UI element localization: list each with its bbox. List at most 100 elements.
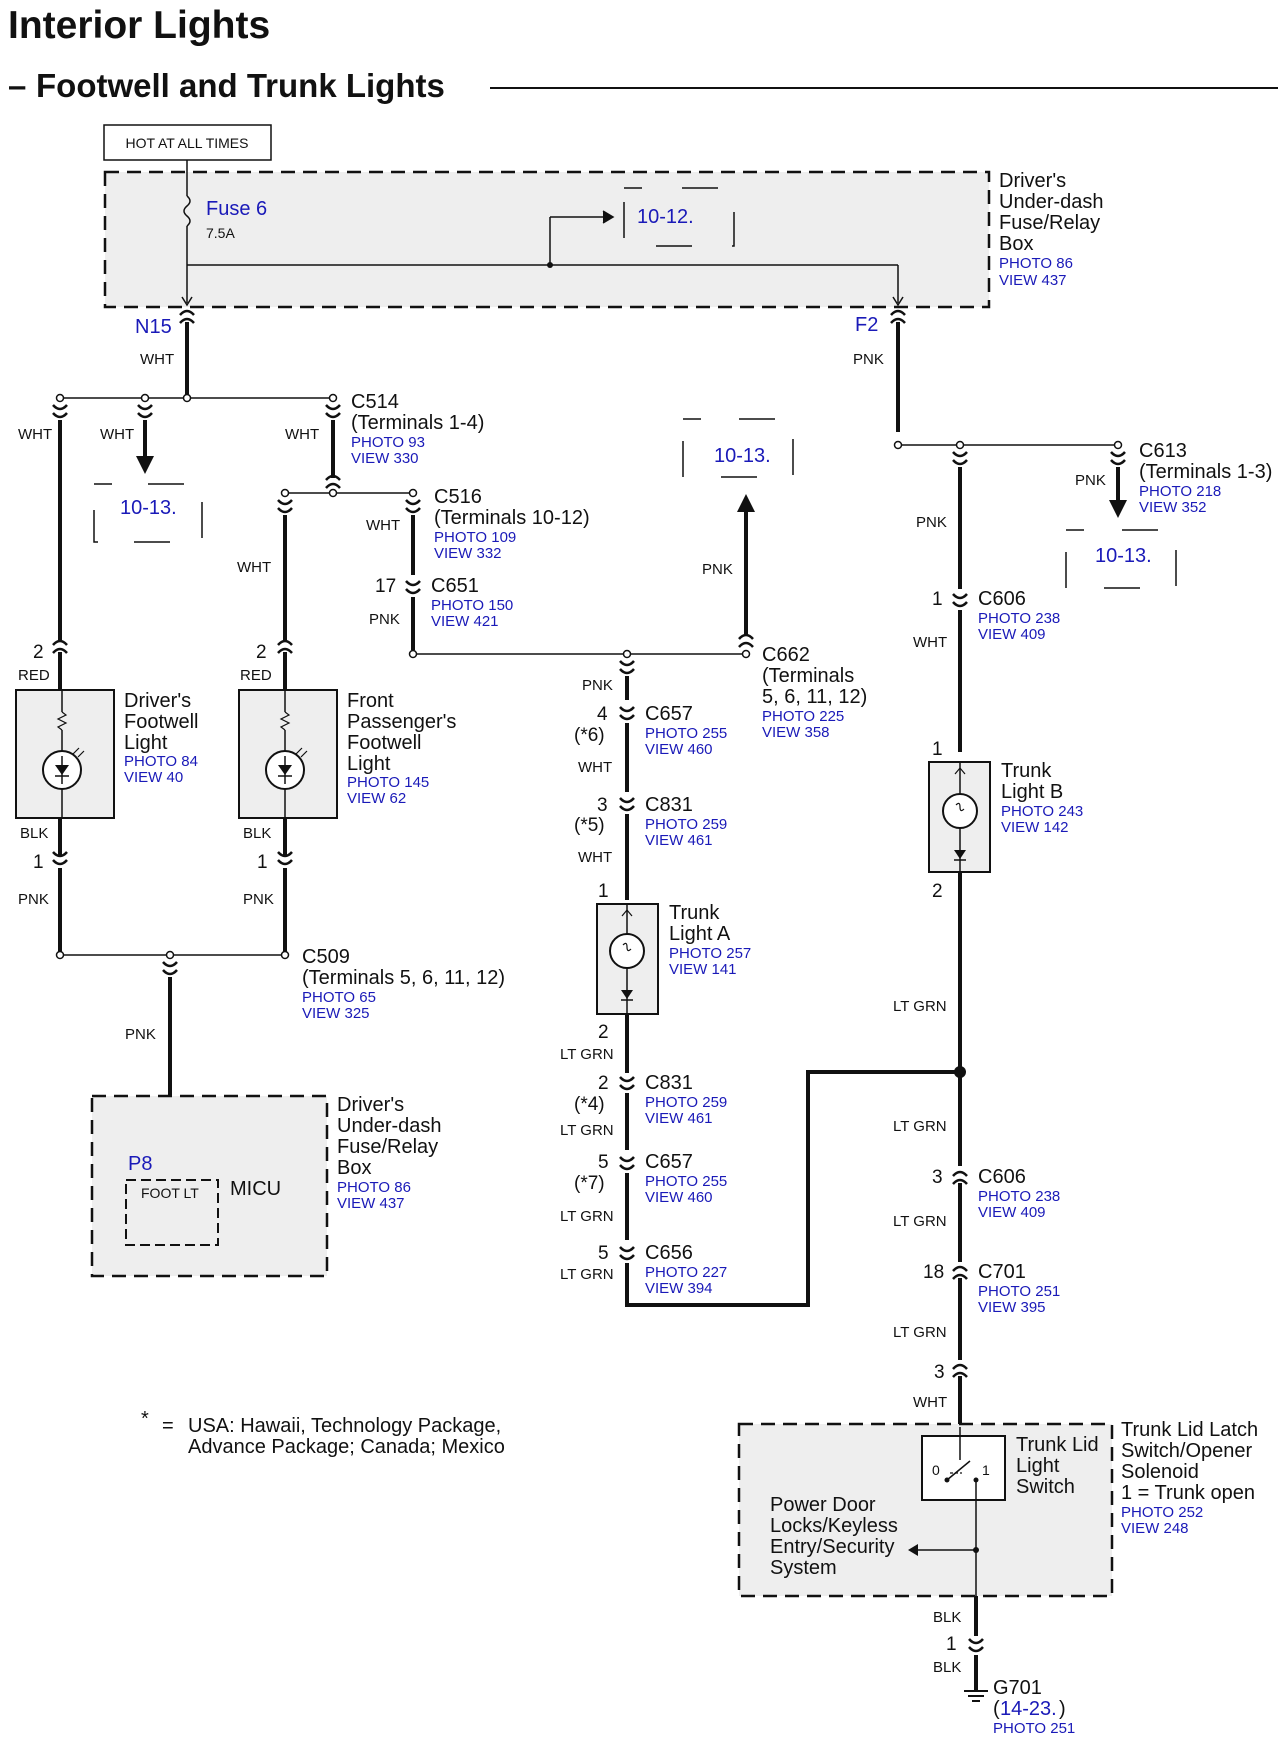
c516-name: C516 (434, 486, 482, 508)
trunk-light-b-photo[interactable]: PHOTO 243 (1001, 803, 1083, 820)
c514-terms: (Terminals 1-4) (351, 412, 484, 434)
c613-xref-connector (1109, 450, 1127, 466)
c662-down-connector (618, 659, 636, 675)
micu-box-l2: Under-dash (337, 1115, 442, 1137)
subtitle-dash: – (8, 67, 26, 104)
wire-label-pnk-c613: PNK (1075, 472, 1106, 489)
xref-10-13-center-box (682, 418, 794, 478)
c651-view[interactable]: VIEW 421 (431, 613, 499, 630)
c701-view[interactable]: VIEW 395 (978, 1299, 1046, 1316)
trunk-light-a-photo[interactable]: PHOTO 257 (669, 945, 751, 962)
ground-connector (967, 1637, 985, 1653)
ground-photo[interactable]: PHOTO 251 (993, 1720, 1075, 1737)
arrow-to-10-13-right (1109, 500, 1127, 518)
drivers-footwell-view[interactable]: VIEW 40 (124, 769, 183, 786)
c657-top-photo[interactable]: PHOTO 255 (645, 725, 727, 742)
c516-photo[interactable]: PHOTO 109 (434, 529, 516, 546)
wire-label-ltgrn-trunk-b: LT GRN (893, 998, 947, 1015)
micu-box-photo[interactable]: PHOTO 86 (337, 1179, 411, 1196)
power-door-l2: Locks/Keyless (770, 1515, 898, 1537)
c656-view[interactable]: VIEW 394 (645, 1280, 713, 1297)
c831-top-pin: 3 (597, 795, 608, 816)
c662-name: C662 (762, 644, 810, 666)
c516-terms: (Terminals 10-12) (434, 507, 590, 529)
xref-10-13-right-box (1065, 529, 1177, 589)
terminal-p8: P8 (128, 1153, 152, 1175)
c613-name: C613 (1139, 440, 1187, 462)
c662-view[interactable]: VIEW 358 (762, 724, 830, 741)
passenger-footwell-pin-1: 1 (257, 852, 268, 873)
wire-label-red-left: RED (18, 667, 50, 684)
c514-view[interactable]: VIEW 330 (351, 450, 419, 467)
ground-ref[interactable]: 14-23. (1000, 1698, 1057, 1720)
c509-terms: (Terminals 5, 6, 11, 12) (302, 967, 505, 989)
c831-bot-photo[interactable]: PHOTO 259 (645, 1094, 727, 1111)
c657-bot-view[interactable]: VIEW 460 (645, 1189, 713, 1206)
c516-view[interactable]: VIEW 332 (434, 545, 502, 562)
fuse-box-view[interactable]: VIEW 437 (999, 272, 1067, 289)
passenger-footwell-view[interactable]: VIEW 62 (347, 790, 406, 807)
c831-bot-name: C831 (645, 1072, 693, 1094)
trunk-light-b-pin-2: 2 (932, 881, 943, 902)
micu-box-l3: Fuse/Relay (337, 1136, 438, 1158)
xref-10-13-left[interactable]: 10-13. (120, 497, 177, 519)
c606-bot-view[interactable]: VIEW 409 (978, 1204, 1046, 1221)
c514-left-connector (51, 403, 69, 419)
trunk-light-a-view[interactable]: VIEW 141 (669, 961, 737, 978)
fuse-6-label: Fuse 6 (206, 198, 267, 220)
c656-photo[interactable]: PHOTO 227 (645, 1264, 727, 1281)
micu-box-view[interactable]: VIEW 437 (337, 1195, 405, 1212)
passenger-footwell-photo[interactable]: PHOTO 145 (347, 774, 429, 791)
wire-label-ltgrn-latch: LT GRN (893, 1324, 947, 1341)
micu-box-l4: Box (337, 1157, 371, 1179)
wire-label-pnk-left: PNK (18, 891, 49, 908)
c831-bot-view[interactable]: VIEW 461 (645, 1110, 713, 1127)
c514-photo[interactable]: PHOTO 93 (351, 434, 425, 451)
c606-top-view[interactable]: VIEW 409 (978, 626, 1046, 643)
drivers-footwell-pin-2: 2 (33, 642, 44, 663)
xref-10-13-center[interactable]: 10-13. (714, 445, 771, 467)
trunk-latch-l4: 1 = Trunk open (1121, 1482, 1255, 1504)
c657-bot-note: (*7) (574, 1173, 605, 1194)
c606-top-name: C606 (978, 588, 1026, 610)
c701-photo[interactable]: PHOTO 251 (978, 1283, 1060, 1300)
terminal-f2: F2 (855, 314, 878, 336)
trunk-light-b-view[interactable]: VIEW 142 (1001, 819, 1069, 836)
c657-top-view[interactable]: VIEW 460 (645, 741, 713, 758)
trunk-latch-pin-3: 3 (934, 1362, 945, 1383)
trunk-latch-view[interactable]: VIEW 248 (1121, 1520, 1189, 1537)
c657-bot-photo[interactable]: PHOTO 255 (645, 1173, 727, 1190)
c831-top-view[interactable]: VIEW 461 (645, 832, 713, 849)
c656-connector (618, 1245, 636, 1261)
xref-10-12[interactable]: 10-12. (637, 206, 694, 228)
c613-view[interactable]: VIEW 352 (1139, 499, 1207, 516)
c831-top-connector (618, 796, 636, 812)
c516-left-connector (276, 498, 294, 514)
trunk-latch-photo[interactable]: PHOTO 252 (1121, 1504, 1203, 1521)
xref-10-13-right[interactable]: 10-13. (1095, 545, 1152, 567)
wire-label-wht-left: WHT (18, 426, 52, 443)
ground-name: G701 (993, 1677, 1042, 1699)
c657-bot-connector (618, 1155, 636, 1171)
trunk-latch-l2: Switch/Opener (1121, 1440, 1253, 1462)
drivers-footwell-photo[interactable]: PHOTO 84 (124, 753, 198, 770)
wire-label-red-passenger: RED (240, 667, 272, 684)
c606-top-photo[interactable]: PHOTO 238 (978, 610, 1060, 627)
fuse-box-line3: Fuse/Relay (999, 212, 1100, 234)
c613-down-connector (951, 450, 969, 466)
c509-photo[interactable]: PHOTO 65 (302, 989, 376, 1006)
c509-view[interactable]: VIEW 325 (302, 1005, 370, 1022)
c651-photo[interactable]: PHOTO 150 (431, 597, 513, 614)
drivers-footwell-l3: Light (124, 732, 168, 754)
c606-bot-photo[interactable]: PHOTO 238 (978, 1188, 1060, 1205)
fuse-box-photo[interactable]: PHOTO 86 (999, 255, 1073, 272)
c613-photo[interactable]: PHOTO 218 (1139, 483, 1221, 500)
drivers-footwell-pin-1: 1 (33, 852, 44, 873)
wire-label-blk-ground: BLK (933, 1659, 961, 1676)
wire-label-ltgrn-trunk-a: LT GRN (560, 1046, 614, 1063)
c662-photo[interactable]: PHOTO 225 (762, 708, 844, 725)
c509-connector (161, 960, 179, 976)
wire-label-pnk-c662: PNK (702, 561, 733, 578)
trunk-latch-l3: Solenoid (1121, 1461, 1199, 1483)
c831-top-photo[interactable]: PHOTO 259 (645, 816, 727, 833)
